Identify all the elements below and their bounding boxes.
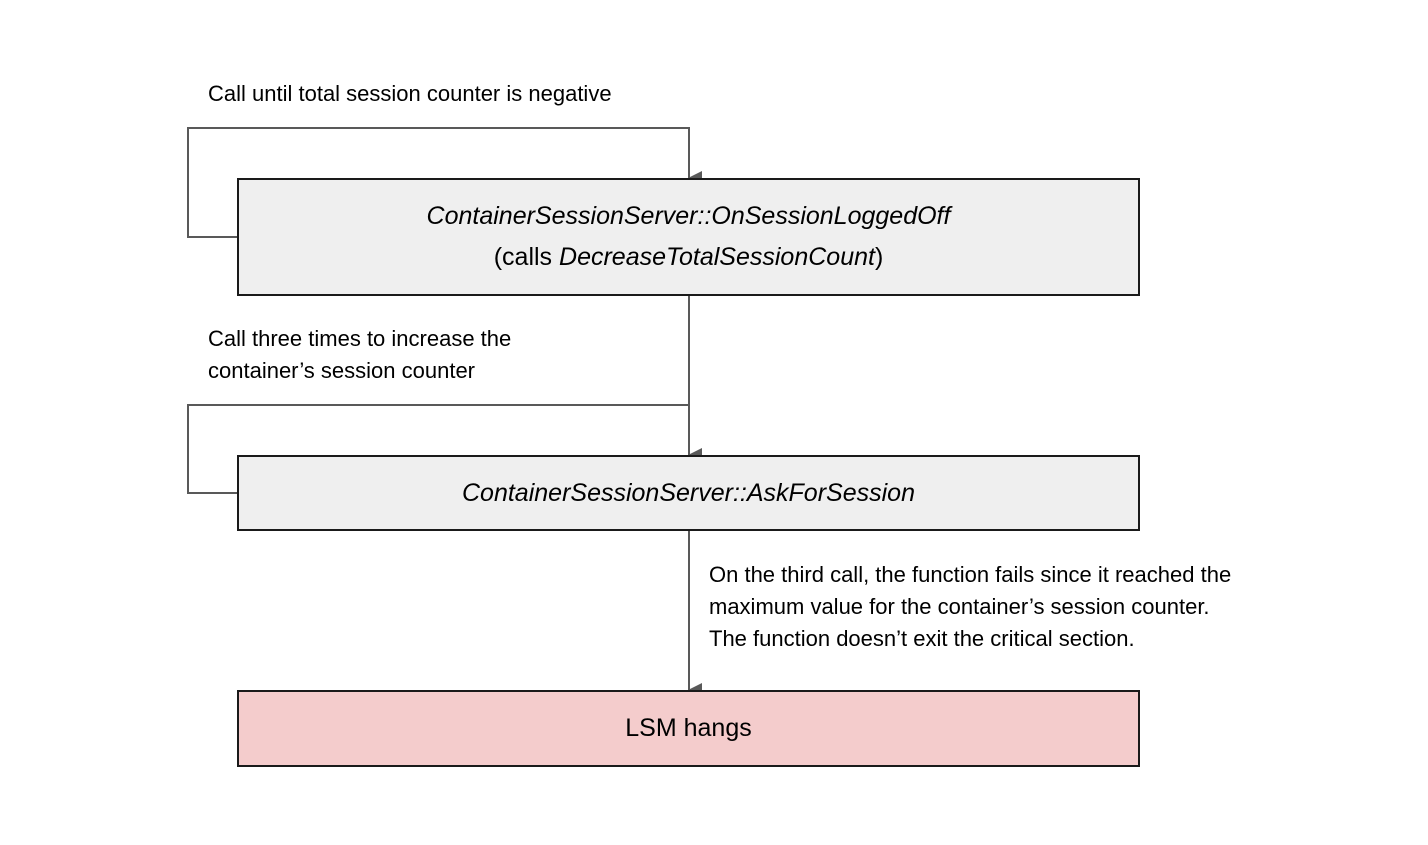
note-loop-middle-line-2: container’s session counter bbox=[208, 358, 476, 383]
function-ask-for-session: ContainerSessionServer::AskForSession bbox=[462, 478, 915, 507]
note-loop-top: Call until total session counter is nega… bbox=[208, 81, 612, 106]
function-decrease-total-session-count: DecreaseTotalSessionCount bbox=[559, 243, 875, 271]
label-lsm-hangs: LSM hangs bbox=[625, 714, 752, 742]
function-on-session-logged-off: ContainerSessionServer::OnSessionLoggedO… bbox=[426, 202, 951, 230]
note-failure-line-2: maximum value for the container’s sessio… bbox=[709, 594, 1210, 619]
calls-suffix: ) bbox=[874, 243, 884, 271]
note-failure-line-1: On the third call, the function fails si… bbox=[709, 562, 1232, 587]
note-loop-middle: Call three times to increase the contain… bbox=[208, 323, 511, 387]
loop-arrow-logged-off bbox=[187, 127, 702, 238]
loop-arrow-ask-for-session bbox=[187, 404, 689, 494]
box-lsm-hangs: LSM hangs bbox=[237, 690, 1140, 767]
calls-line: (calls DecreaseTotalSessionCount) bbox=[494, 237, 884, 278]
box-ask-for-session: ContainerSessionServer::AskForSession bbox=[237, 455, 1140, 531]
note-failure-line-3: The function doesn’t exit the critical s… bbox=[709, 626, 1135, 651]
note-failure: On the third call, the function fails si… bbox=[709, 559, 1231, 655]
note-loop-middle-line-1: Call three times to increase the bbox=[208, 326, 512, 351]
box-on-session-logged-off: ContainerSessionServer::OnSessionLoggedO… bbox=[237, 178, 1140, 296]
calls-prefix: (calls bbox=[493, 243, 560, 271]
